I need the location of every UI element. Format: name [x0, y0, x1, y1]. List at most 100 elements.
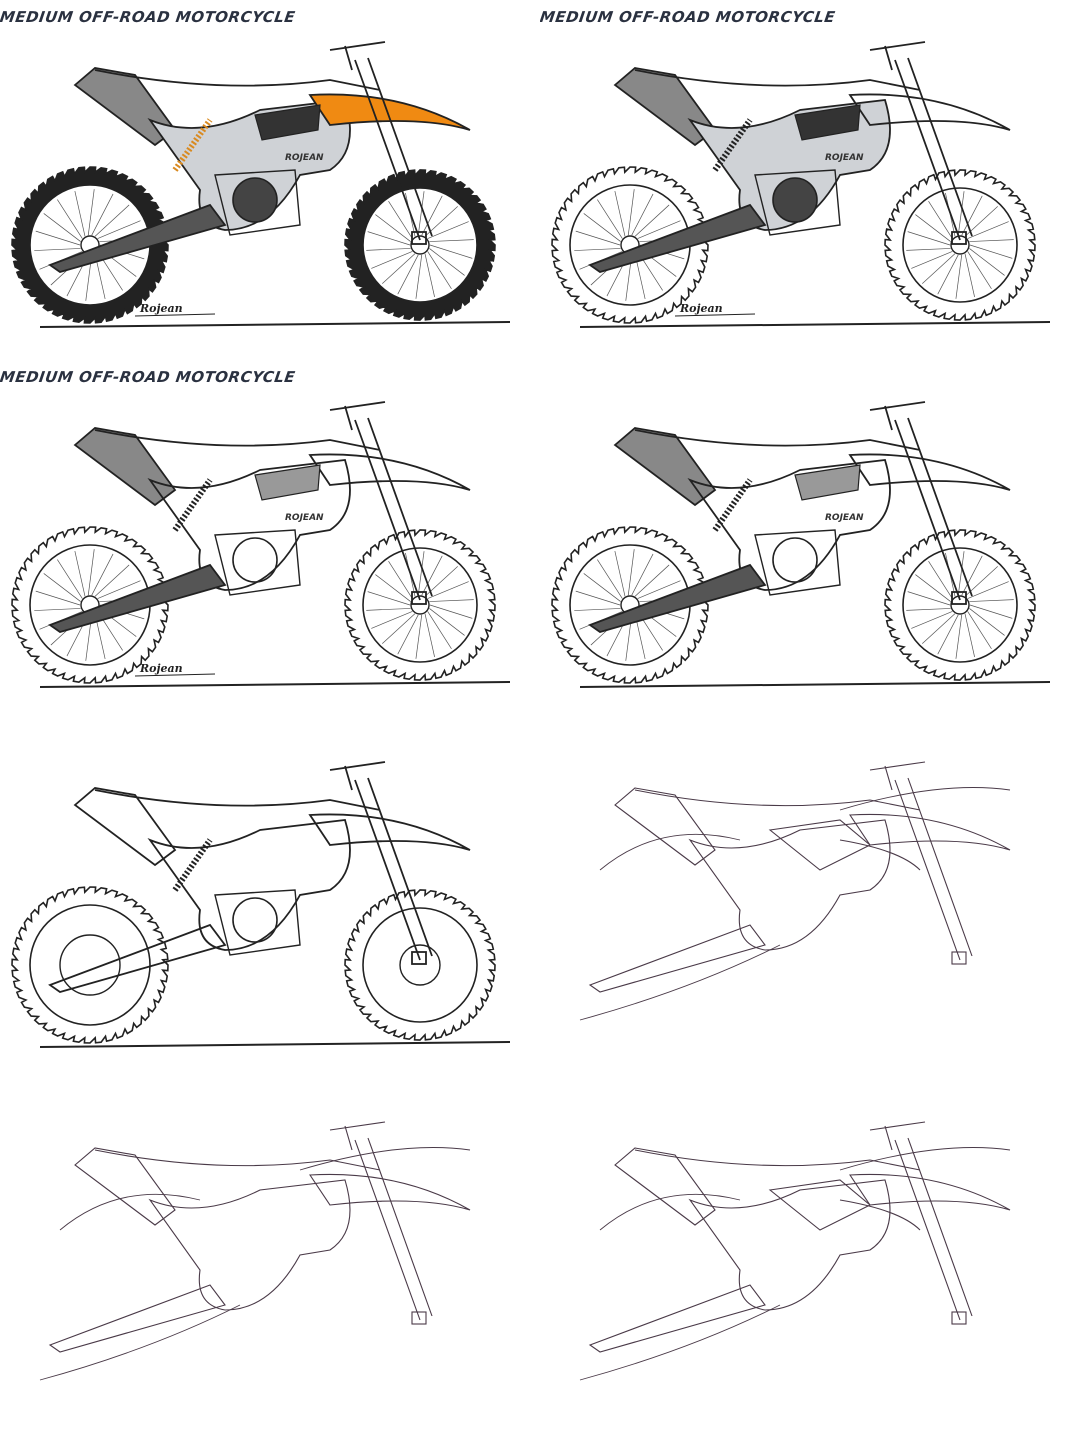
hub: [399, 944, 441, 986]
swingarm: [48, 203, 227, 273]
spoke: [371, 251, 413, 269]
tank-vent: [254, 104, 321, 141]
seat-line: [94, 789, 381, 811]
spoke: [94, 564, 130, 597]
spoke: [74, 551, 86, 597]
spoke: [911, 251, 953, 269]
engine-cover: [232, 897, 278, 943]
swingarm: [588, 563, 767, 633]
spoke: [424, 253, 435, 298]
handlebar: [869, 401, 926, 431]
swingarm: [48, 1284, 226, 1353]
spoke: [631, 553, 654, 596]
spoke: [94, 204, 130, 237]
front-fork: [894, 777, 973, 961]
handlebar: [869, 761, 926, 791]
spoke: [97, 580, 141, 599]
body-panel: [688, 1179, 891, 1311]
body-panel: [147, 819, 351, 951]
spoke: [961, 555, 983, 596]
spoke: [969, 248, 1005, 276]
exhaust: [614, 787, 716, 866]
engine-cover: [232, 537, 278, 583]
brand-mark: ROJEAN: [825, 513, 864, 523]
spoke: [427, 581, 469, 599]
spoke: [967, 251, 992, 290]
tire: [344, 889, 496, 1041]
tank-vent: [254, 464, 321, 501]
fork-clamp: [951, 1311, 967, 1325]
spoke: [421, 555, 443, 596]
rim: [362, 907, 478, 1023]
spoke: [614, 191, 626, 237]
spoke: [367, 231, 411, 246]
spoke: [417, 191, 425, 236]
artist-signature: Rojean: [139, 302, 183, 315]
exhaust: [613, 67, 717, 147]
panel-lines: [768, 819, 921, 871]
tire: [551, 166, 709, 324]
spoke: [366, 248, 411, 251]
sketch-panel-gesture: [540, 720, 1080, 1080]
spoke: [906, 608, 951, 611]
hub: [950, 235, 970, 255]
spoke: [969, 239, 1014, 242]
spoke: [961, 195, 983, 236]
front-fender: [849, 813, 1011, 851]
spoke: [366, 608, 411, 611]
tank-vent: [794, 104, 861, 141]
spoke: [967, 611, 992, 650]
seat-line: [634, 69, 921, 91]
spoke: [43, 573, 81, 602]
exhaust: [73, 427, 177, 507]
motorcycle-illustration: ROJEAN: [551, 401, 1051, 688]
front-fork: [354, 417, 433, 601]
spoke: [43, 213, 81, 242]
spoke: [634, 204, 670, 237]
tire: [11, 526, 169, 684]
spoke: [937, 254, 959, 295]
spoke: [915, 574, 951, 602]
fork-clamp: [951, 231, 967, 245]
rim: [362, 547, 478, 663]
spoke: [375, 214, 411, 242]
brand-mark: ROJEAN: [825, 153, 864, 163]
front-fork: [894, 1137, 973, 1321]
front-fender: [309, 1173, 471, 1211]
spoke: [429, 599, 474, 602]
spoke: [631, 193, 654, 236]
spoke: [614, 551, 626, 597]
construction-lines: [579, 787, 1011, 1021]
tire: [11, 886, 169, 1044]
swingarm: [588, 1284, 766, 1353]
seat-line: [634, 789, 921, 811]
spoke: [91, 553, 114, 596]
engine-cover: [232, 177, 278, 223]
sketch-panel-refined: ROJEAN: [540, 360, 1080, 720]
tire: [884, 169, 1036, 321]
front-fender: [849, 1173, 1011, 1211]
spoke: [955, 254, 963, 299]
spoke: [928, 200, 953, 239]
fork-clamp: [411, 231, 427, 245]
handlebar: [329, 1121, 386, 1151]
signature-underline: [134, 673, 216, 677]
brand-mark: ROJEAN: [285, 153, 324, 163]
engine-cover: [772, 177, 818, 223]
spoke: [634, 564, 670, 597]
ground-line: [39, 1041, 511, 1048]
spoke: [955, 614, 963, 659]
hub: [59, 934, 121, 996]
seat-line: [94, 429, 381, 451]
spoke: [957, 191, 965, 236]
engine-block: [214, 529, 301, 596]
signature-underline: [674, 313, 756, 317]
spoke: [424, 613, 435, 658]
construction-lines: [39, 1147, 471, 1381]
spoke: [388, 200, 413, 239]
